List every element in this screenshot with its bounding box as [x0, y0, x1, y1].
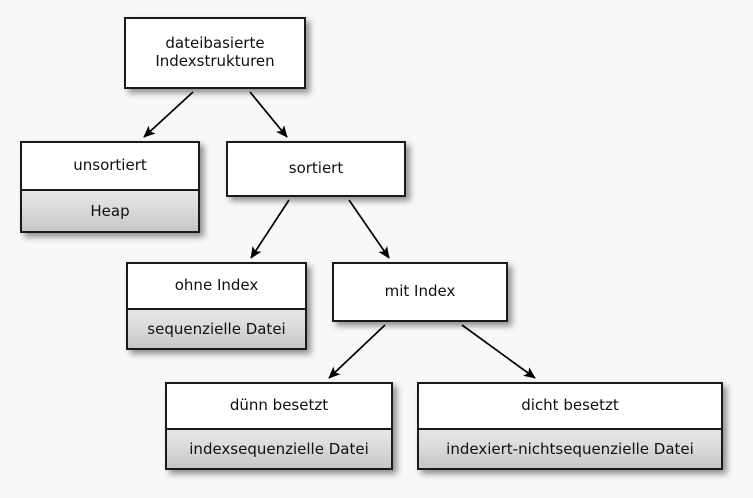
- node-subtitle-text: Heap: [90, 202, 130, 220]
- node-subtitle: sequenzielle Datei: [128, 310, 305, 348]
- node-dicht-besetzt[interactable]: dicht besetzt indexiert-nichtsequenziell…: [417, 382, 723, 470]
- node-unsortiert[interactable]: unsortiert Heap: [20, 141, 200, 233]
- node-title-text: dicht besetzt: [521, 396, 619, 415]
- node-ohne-index[interactable]: ohne Index sequenzielle Datei: [126, 262, 307, 350]
- node-subtitle: Heap: [22, 191, 198, 231]
- edge-root-unsortiert: [143, 91, 194, 138]
- node-duenn-besetzt[interactable]: dünn besetzt indexsequenzielle Datei: [165, 382, 393, 470]
- node-subtitle-text: indexiert-nichtsequenzielle Datei: [446, 440, 694, 458]
- edge-sortiert-mit-index: [348, 199, 390, 259]
- node-title: ohne Index: [128, 264, 305, 310]
- node-title: mit Index: [334, 264, 506, 320]
- node-title-text: ohne Index: [174, 276, 259, 295]
- edge-root-sortiert: [249, 91, 288, 138]
- node-title: unsortiert: [22, 143, 198, 191]
- edge-sortiert-ohne-index: [250, 199, 290, 259]
- node-title: dünn besetzt: [167, 384, 391, 430]
- node-title-text: mit Index: [384, 282, 456, 301]
- node-mit-index[interactable]: mit Index: [332, 262, 508, 322]
- node-subtitle-text: indexsequenzielle Datei: [189, 440, 369, 458]
- node-title-text: unsortiert: [73, 156, 147, 175]
- node-sortiert[interactable]: sortiert: [226, 141, 406, 197]
- node-title-text: sortiert: [288, 159, 344, 178]
- node-title-text: dünn besetzt: [229, 396, 329, 415]
- node-title: dicht besetzt: [419, 384, 721, 430]
- edge-mit-index-dicht: [461, 324, 536, 379]
- node-subtitle: indexsequenzielle Datei: [167, 430, 391, 468]
- node-subtitle: indexiert-nichtsequenzielle Datei: [419, 430, 721, 468]
- edge-mit-index-duenn: [328, 324, 386, 379]
- node-title: sortiert: [228, 143, 404, 195]
- node-subtitle-text: sequenzielle Datei: [147, 320, 286, 338]
